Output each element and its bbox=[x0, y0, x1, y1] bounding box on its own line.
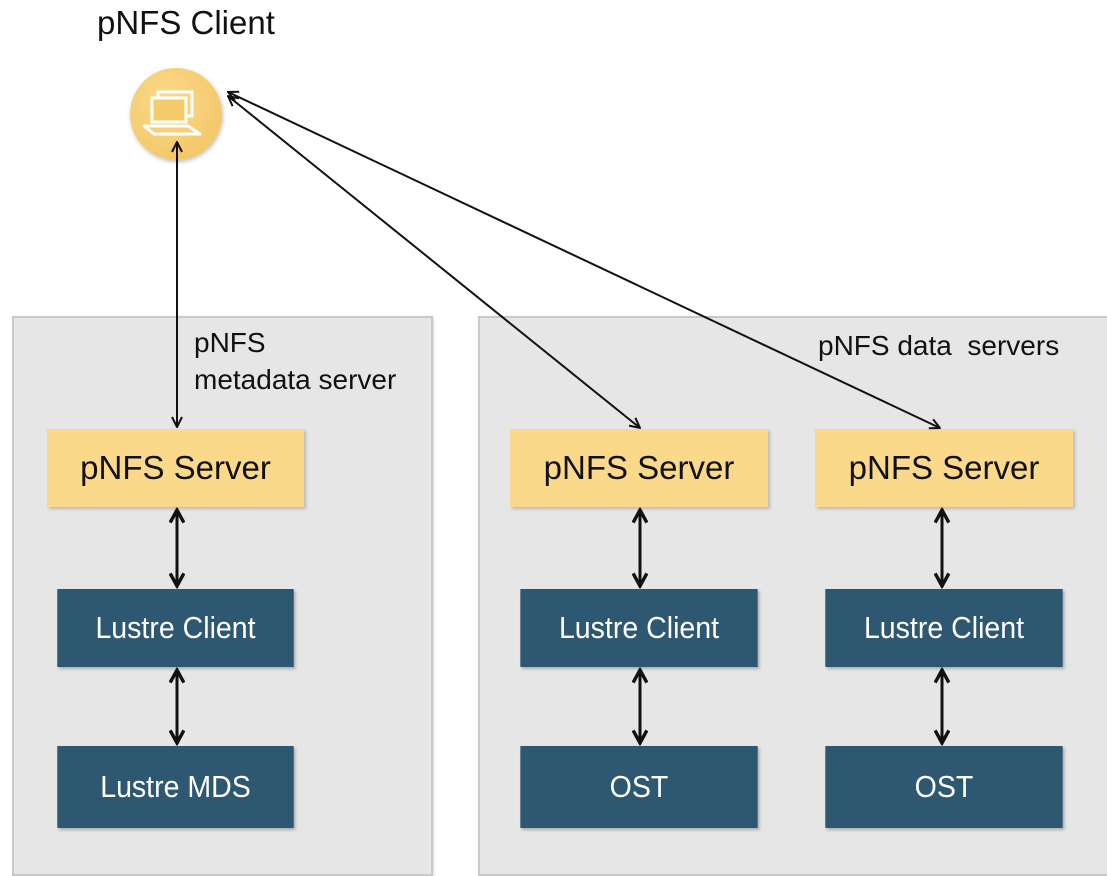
lustre-client-metadata: Lustre Client bbox=[57, 589, 294, 667]
pnfs-server-metadata: pNFS Server bbox=[47, 429, 304, 507]
lustre-client-data-2: Lustre Client bbox=[825, 589, 1063, 667]
laptop-icon-graphic bbox=[142, 90, 202, 136]
laptop-icon bbox=[130, 68, 222, 160]
ost-1: OST bbox=[520, 746, 758, 828]
lustre-client-data-1: Lustre Client bbox=[520, 589, 758, 667]
pnfs-server-data-2: pNFS Server bbox=[815, 429, 1073, 507]
arrow-client-to-data-2 bbox=[228, 92, 940, 428]
arrow-client-to-data-1 bbox=[228, 96, 640, 428]
ost-2: OST bbox=[825, 746, 1063, 828]
client-label: pNFS Client bbox=[97, 4, 275, 41]
lustre-mds: Lustre MDS bbox=[57, 746, 294, 828]
pnfs-server-data-1: pNFS Server bbox=[510, 429, 768, 507]
